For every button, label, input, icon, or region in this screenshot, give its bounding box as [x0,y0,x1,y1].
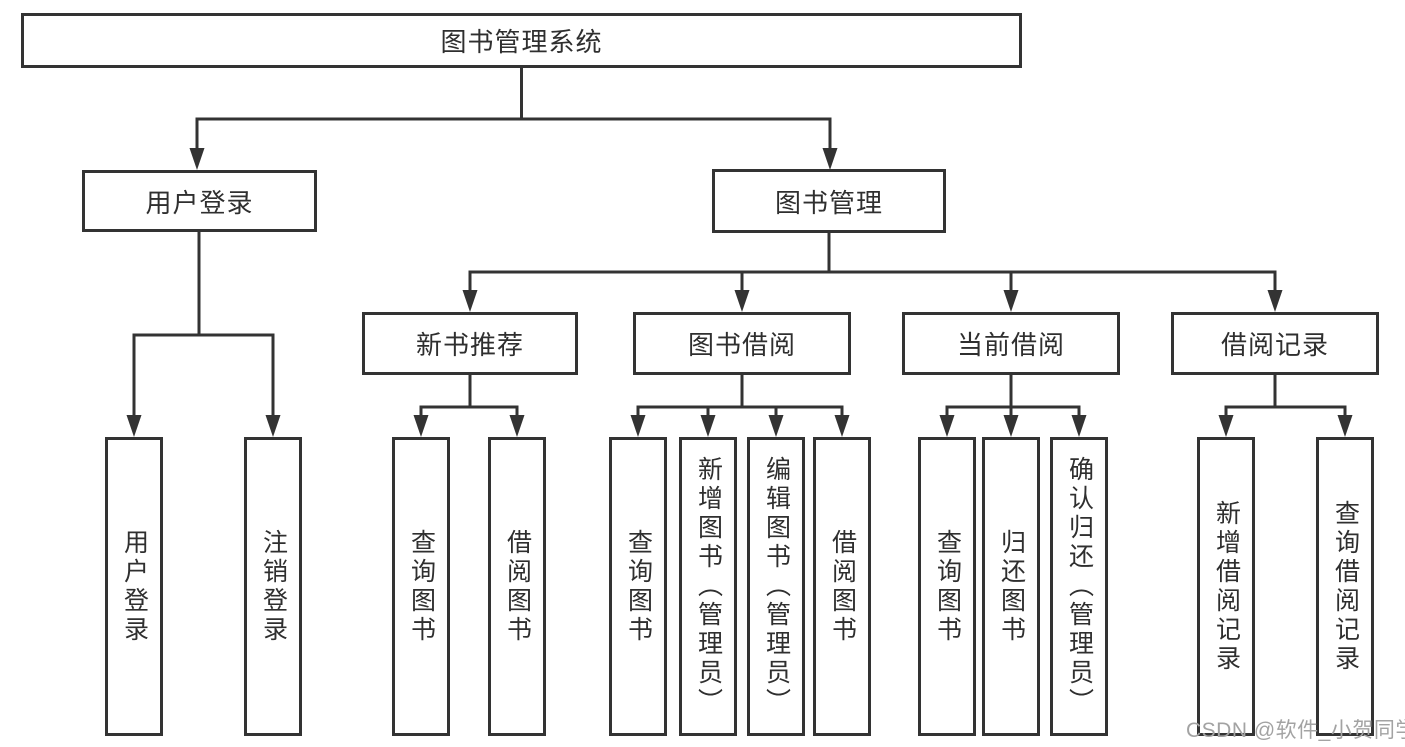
arrowhead-down-icon [834,415,850,437]
node-query-books-borrowing: 查询图书 [609,437,667,736]
node-confirm-return-admin: 确认归还（管理员） [1050,437,1108,736]
arrowhead-down-icon [265,415,281,437]
arrowhead-down-icon [1003,415,1019,437]
arrowhead-down-icon [1003,290,1019,312]
node-label: 新增图书（管理员） [694,456,723,717]
node-borrow-books-borrowing: 借阅图书 [813,437,871,736]
node-add-books-admin: 新增图书（管理员） [679,437,737,736]
arrowhead-down-icon [126,415,142,437]
node-label: 新书推荐 [415,330,524,360]
node-label: 借阅记录 [1220,330,1329,360]
node-label: 查询借阅记录 [1331,499,1360,674]
arrowhead-down-icon [734,290,750,312]
node-book-management: 图书管理 [712,169,946,233]
arrowhead-down-icon [1337,415,1353,437]
node-user-login: 用户登录 [82,170,317,232]
node-query-books-current: 查询图书 [918,437,976,736]
node-label: 查询图书 [407,528,436,645]
node-borrowing-records: 借阅记录 [1171,312,1379,375]
node-label: 图书管理系统 [440,27,603,57]
arrowhead-down-icon [462,290,478,312]
node-label: 新增借阅记录 [1212,499,1241,674]
arrowhead-down-icon [939,415,955,437]
arrowhead-down-icon [822,148,838,170]
arrowhead-down-icon [630,415,646,437]
node-label: 当前借阅 [956,330,1065,360]
node-logout: 注销登录 [244,437,302,736]
node-current-borrowing: 当前借阅 [902,312,1120,375]
node-label: 图书借阅 [687,330,796,360]
node-label: 查询图书 [933,528,962,645]
node-label: 用户登录 [120,528,149,645]
arrowhead-down-icon [768,415,784,437]
watermark-text: CSDN @软件_小贺同学 [1186,719,1405,742]
node-edit-books-admin: 编辑图书（管理员） [747,437,805,736]
node-user-login-leaf: 用户登录 [105,437,163,736]
node-library-management-system: 图书管理系统 [21,13,1022,68]
arrowhead-down-icon [1071,415,1087,437]
node-add-borrow-record: 新增借阅记录 [1197,437,1255,736]
node-label: 借阅图书 [503,528,532,645]
arrowhead-down-icon [189,148,205,170]
arrowhead-down-icon [1267,290,1283,312]
node-query-borrow-record: 查询借阅记录 [1316,437,1374,736]
node-label: 查询图书 [624,528,653,645]
node-label: 图书管理 [774,187,883,218]
node-borrow-books-recommend: 借阅图书 [488,437,546,736]
node-label: 归还图书 [997,528,1026,645]
arrowhead-down-icon [509,415,525,437]
arrowhead-down-icon [700,415,716,437]
node-label: 注销登录 [259,528,288,645]
node-label: 确认归还（管理员） [1065,456,1094,717]
node-new-book-recommendation: 新书推荐 [362,312,578,375]
node-label: 用户登录 [145,187,254,218]
node-book-borrowing: 图书借阅 [633,312,851,375]
node-return-books: 归还图书 [982,437,1040,736]
node-label: 编辑图书（管理员） [762,456,791,717]
arrowhead-down-icon [413,415,429,437]
node-query-books-recommend: 查询图书 [392,437,450,736]
node-label: 借阅图书 [828,528,857,645]
arrowhead-down-icon [1218,415,1234,437]
